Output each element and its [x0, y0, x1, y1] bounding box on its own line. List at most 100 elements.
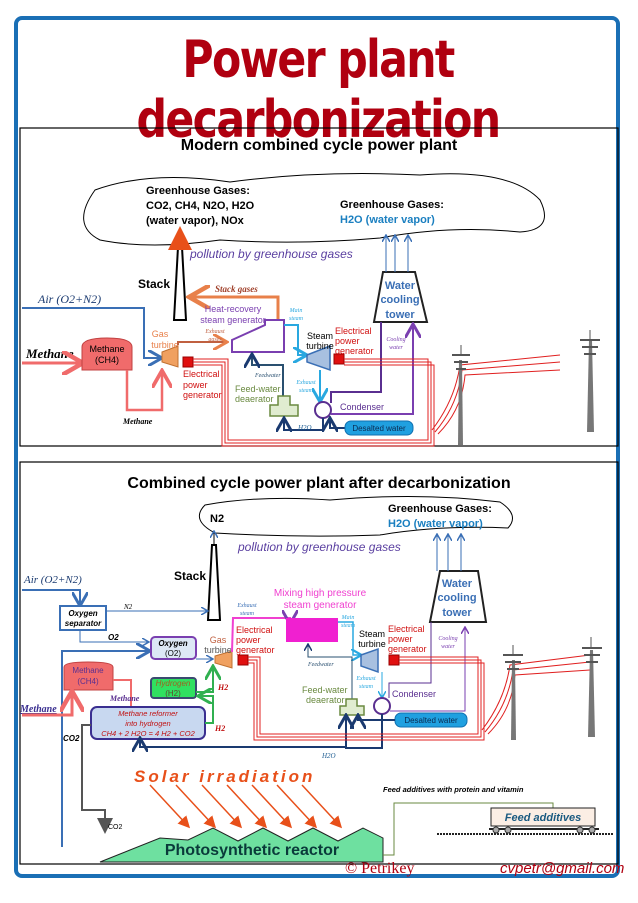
- feed-additives-label: Feed additives: [505, 812, 581, 824]
- hydrogen-tank-line1: Hydrogen: [156, 679, 191, 688]
- top-methane-pipe: [125, 370, 162, 412]
- reformer-line2: into hydrogen: [125, 719, 170, 728]
- bottom-pollution-label: pollution by greenhouse gases: [237, 540, 401, 554]
- oxygen-tank-line2: (O2): [165, 649, 181, 658]
- bottom-h2o-label: H2O: [321, 752, 336, 760]
- top-methane-input-label: Methane: [25, 346, 74, 361]
- bottom-steam-turbine-line1: Steam: [359, 629, 385, 639]
- bottom-cloud-right-line2: H2O (water vapor): [388, 518, 483, 530]
- bottom-cooling-water-line1: Cooling: [438, 636, 457, 642]
- top-methane-tank-line2: (CH4): [95, 355, 119, 365]
- bottom-methane-pipe: [113, 679, 132, 707]
- bottom-cooling-tower-line3: tower: [442, 607, 472, 619]
- bottom-exhaust-steam1-line1: Exhaust: [236, 603, 257, 609]
- oxygen-tank-line1: Oxygen: [158, 639, 187, 648]
- top-cloud-left-line1: Greenhouse Gases:: [146, 185, 250, 197]
- bottom-gen2-line1: Electrical: [388, 624, 425, 634]
- rail-car: [437, 826, 613, 835]
- top-methane-tank-line1: Methane: [89, 344, 124, 354]
- solar-irradiation-label: Solar irradiation: [134, 767, 315, 786]
- oxygen-separator-line2: separator: [65, 619, 102, 628]
- bottom-methane-tank-line2: (CH4): [77, 677, 99, 686]
- top-gen2-line1: Electrical: [335, 326, 372, 336]
- mixing-line1: Mixing high pressure: [274, 588, 367, 599]
- reformer-line1: Methane reformer: [118, 709, 178, 718]
- bottom-gen1-line1: Electrical: [236, 625, 273, 635]
- bottom-exhaust-steam2-line1: Exhaust: [355, 676, 376, 682]
- bottom-cooling-tower-line1: Water: [442, 578, 473, 590]
- bottom-methane-tank: [63, 661, 114, 691]
- top-cloud: [83, 173, 545, 246]
- oxygen-separator: [59, 605, 107, 631]
- bottom-condensate-line: [346, 714, 383, 749]
- top-stack-gases-line: [192, 297, 280, 322]
- top-desalted-water: [344, 420, 414, 436]
- bottom-cooling-tower-line2: cooling: [437, 592, 476, 604]
- bottom-desalted-line: [358, 717, 395, 720]
- top-pylon-2: [580, 330, 600, 432]
- bottom-gen2-line2: power: [388, 634, 413, 644]
- top-cooling-tower-line1: Water: [385, 280, 416, 292]
- hydrogen-to-turbine-line: [196, 668, 213, 693]
- top-exhaust-gases-line: [177, 342, 225, 345]
- bottom-main-steam-line1: Main: [341, 615, 355, 621]
- top-gen2-line2: power: [335, 336, 360, 346]
- top-feedwater-line: [252, 356, 284, 396]
- top-h2o-label: H2O: [297, 424, 312, 432]
- bottom-generator-2: [388, 654, 400, 666]
- bottom-gas-turbine: [214, 650, 233, 669]
- top-exhaust-steam-line2: steam: [299, 388, 314, 394]
- n2-label: N2: [123, 603, 133, 611]
- feed-note-label: Feed additives with protein and vitamin: [383, 785, 524, 794]
- top-gen2-line3: generator: [335, 346, 374, 356]
- bottom-gen2-line3: generator: [388, 644, 427, 654]
- bottom-condenser: [373, 697, 391, 715]
- top-stack-label: Stack: [138, 277, 170, 291]
- top-gen1-line3: generator: [183, 390, 222, 400]
- bottom-gas-turbine-line1: Gas: [210, 635, 227, 645]
- top-steam-turbine-line1: Steam: [307, 331, 333, 341]
- top-cooling-return: [330, 322, 382, 403]
- bottom-methane-tank-line1: Methane: [72, 666, 104, 675]
- top-cooling-water-line: [331, 326, 413, 415]
- top-feedwater-label: Feedwater: [254, 373, 281, 379]
- top-stack-gases-label: Stack gases: [215, 284, 258, 294]
- top-exhaust-gases-line1: Exhaust: [204, 329, 225, 335]
- bottom-air-label: Air (O2+N2): [23, 574, 82, 586]
- h2-label-b: H2: [214, 724, 225, 733]
- top-desalted-line: [330, 420, 345, 428]
- bottom-exhaust-steam2-line2: steam: [359, 684, 374, 690]
- top-pylon-1: [452, 345, 470, 445]
- top-deaerator: [269, 395, 299, 417]
- bottom-desalted-label: Desalted water: [404, 716, 458, 725]
- photosynthetic-reactor: [99, 827, 384, 863]
- top-generator-1: [182, 356, 194, 368]
- top-exhaust-steam-line1: Exhaust: [295, 380, 316, 386]
- bottom-deaerator-line2: deaerator: [306, 695, 345, 705]
- main-title: Power plant decarbonization: [136, 30, 502, 150]
- top-gen1-line2: power: [183, 380, 208, 390]
- top-hrsg: [231, 319, 285, 353]
- bottom-main-steam-line2: steam: [341, 623, 356, 629]
- bottom-panel-border: [19, 461, 619, 865]
- top-cloud-left-line2: CO2, CH4, N2O, H2O: [146, 200, 255, 212]
- bottom-cloud-right-line1: Greenhouse Gases:: [388, 503, 492, 515]
- copyright: © Petrikey: [345, 860, 415, 877]
- top-gas-turbine-line2: turbine: [151, 340, 179, 350]
- email-link[interactable]: cvpetr@gmail.com: [500, 860, 625, 877]
- co2-label-b: CO2: [108, 824, 123, 831]
- bottom-gen1-line3: generator: [236, 645, 275, 655]
- bottom-cooling-tower: [428, 570, 488, 623]
- bottom-methane-input-label: Methane: [19, 704, 57, 715]
- bottom-stack: [206, 544, 222, 621]
- bottom-air-line: [22, 589, 80, 604]
- top-cloud-right-line1: Greenhouse Gases:: [340, 199, 444, 211]
- bottom-feedwater-line: [308, 645, 353, 699]
- bottom-generator-1: [237, 654, 249, 666]
- top-hrsg-line1: Heat-recovery: [205, 304, 262, 314]
- top-cooling-water-line1: Cooling: [386, 337, 405, 343]
- top-condenser-label: Condenser: [340, 402, 384, 412]
- top-deaerator-line1: Feed-water: [235, 384, 281, 394]
- solar-arrows: [149, 784, 343, 829]
- top-steam-turbine-line2: turbine: [306, 341, 334, 351]
